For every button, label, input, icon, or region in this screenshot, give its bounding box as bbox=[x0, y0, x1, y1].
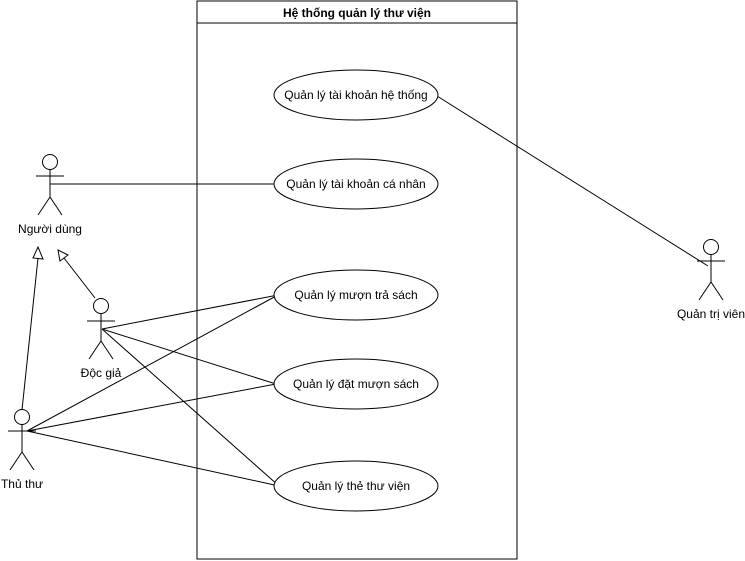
use-case-ellipse[interactable] bbox=[273, 158, 439, 210]
association-librarian-library-cards bbox=[26, 430, 280, 487]
generalization-arrowhead-librarian bbox=[32, 245, 44, 260]
system-title: Hệ thống quản lý thư viện bbox=[283, 6, 431, 20]
actor-admin[interactable]: Quản trị viên bbox=[677, 239, 745, 322]
use-cases: Quản lý tài khoản hệ thống Quản lý tài k… bbox=[273, 69, 439, 512]
association-reader-borrow-return bbox=[101, 294, 279, 330]
association-reader-library-cards bbox=[101, 328, 280, 487]
stick-figure-icon bbox=[697, 239, 725, 301]
use-case-ellipse[interactable] bbox=[273, 69, 439, 121]
actor-label: Quản trị viên bbox=[677, 307, 745, 321]
use-case-ellipse[interactable] bbox=[273, 269, 439, 321]
use-case-manage-personal-account[interactable]: Quản lý tài khoản cá nhân bbox=[273, 158, 439, 210]
association-reader-reservations bbox=[101, 328, 277, 385]
actor-librarian[interactable]: Thủ thư bbox=[1, 409, 43, 492]
use-case-label: Quản lý tài khoản hệ thống bbox=[284, 88, 427, 102]
use-case-label: Quản lý thẻ thư viện bbox=[302, 479, 410, 493]
actor-label: Người dùng bbox=[18, 222, 82, 236]
actor-label: Độc giả bbox=[81, 366, 122, 380]
use-case-label: Quản lý đặt mượn sách bbox=[293, 377, 419, 391]
actor-reader[interactable]: Độc giả bbox=[81, 298, 122, 381]
association-librarian-reservations bbox=[26, 383, 277, 432]
associations bbox=[26, 95, 709, 487]
use-case-manage-borrow-return[interactable]: Quản lý mượn trả sách bbox=[273, 269, 439, 321]
use-case-label: Quản lý tài khoản cá nhân bbox=[286, 177, 425, 191]
generalizations bbox=[21, 245, 96, 411]
use-case-ellipse[interactable] bbox=[273, 358, 439, 410]
actor-user[interactable]: Người dùng bbox=[18, 154, 82, 237]
stick-figure-icon bbox=[8, 409, 36, 471]
generalization-librarian-user bbox=[21, 257, 39, 411]
actor-label: Thủ thư bbox=[1, 477, 43, 491]
association-librarian-borrow-return bbox=[26, 294, 279, 432]
use-case-label: Quản lý mượn trả sách bbox=[294, 288, 417, 302]
generalization-arrowhead-reader bbox=[57, 249, 69, 262]
stick-figure-icon bbox=[87, 298, 115, 360]
association-admin-system-accounts bbox=[436, 95, 709, 267]
use-case-manage-library-cards[interactable]: Quản lý thẻ thư viện bbox=[273, 460, 439, 512]
generalization-reader-user bbox=[63, 257, 96, 299]
use-case-manage-reservations[interactable]: Quản lý đặt mượn sách bbox=[273, 358, 439, 410]
use-case-ellipse[interactable] bbox=[273, 460, 439, 512]
stick-figure-icon bbox=[36, 154, 64, 216]
use-case-manage-system-accounts[interactable]: Quản lý tài khoản hệ thống bbox=[273, 69, 439, 121]
